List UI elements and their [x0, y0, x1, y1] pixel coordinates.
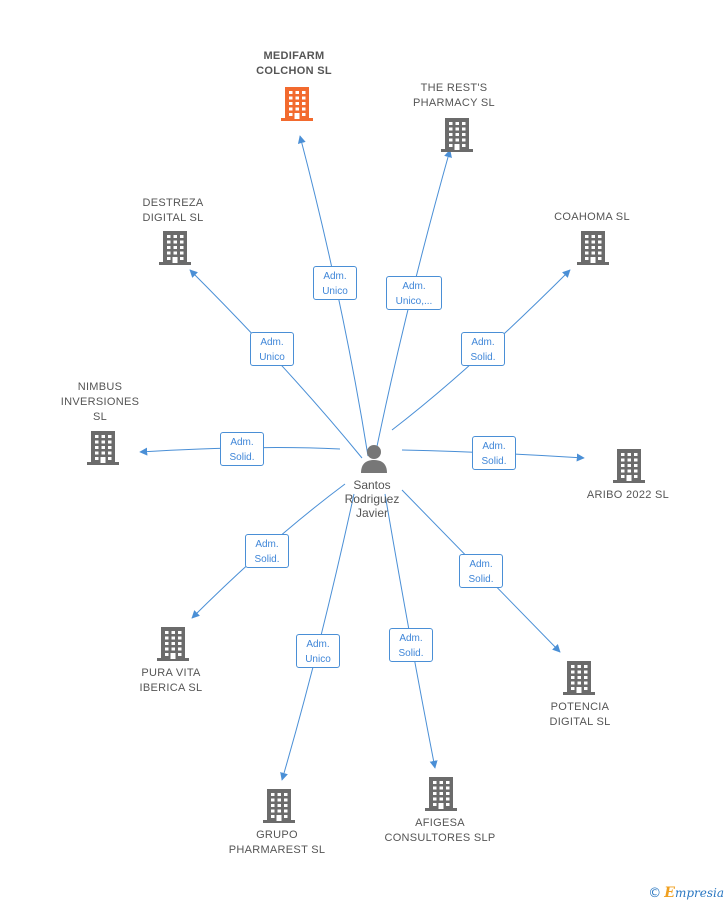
person-icon: [358, 442, 390, 479]
company-label-pharmarest[interactable]: GRUPO PHARMAREST SL: [228, 829, 326, 856]
building-icon-nimbus[interactable]: [86, 430, 120, 471]
edge-label-puravita[interactable]: Adm. Solid.: [245, 534, 289, 568]
center-person-label[interactable]: Santos Rodriguez Javier: [344, 478, 400, 520]
edge-label-medifarm[interactable]: Adm. Unico: [313, 266, 357, 300]
edge-label-aribo[interactable]: Adm. Solid.: [472, 436, 516, 470]
company-label-medifarm[interactable]: MEDIFARM COLCHON SL: [256, 50, 332, 77]
company-label-aribo[interactable]: ARIBO 2022 SL: [586, 489, 670, 501]
building-icon-coahoma[interactable]: [576, 230, 610, 271]
company-label-coahoma[interactable]: COAHOMA SL: [554, 211, 630, 223]
building-icon-potencia[interactable]: [562, 660, 596, 701]
edge-label-potencia[interactable]: Adm. Solid.: [459, 554, 503, 588]
edge-label-afigesa[interactable]: Adm. Solid.: [389, 628, 433, 662]
edge-label-therests[interactable]: Adm. Unico,...: [386, 276, 442, 310]
building-icon-pharmarest[interactable]: [262, 788, 296, 829]
brand-logo-initial: E: [664, 885, 675, 901]
edge-label-pharmarest[interactable]: Adm. Unico: [296, 634, 340, 668]
company-label-nimbus[interactable]: NIMBUS INVERSIONES SL: [60, 381, 140, 423]
edge-label-nimbus[interactable]: Adm. Solid.: [220, 432, 264, 466]
company-label-potencia[interactable]: POTENCIA DIGITAL SL: [549, 701, 611, 728]
edge-label-destreza[interactable]: Adm. Unico: [250, 332, 294, 366]
brand-logo-name: mpresia: [674, 886, 724, 900]
building-icon-puravita[interactable]: [156, 626, 190, 667]
building-icon-destreza[interactable]: [158, 230, 192, 271]
building-icon-therests[interactable]: [440, 117, 474, 158]
company-label-therests[interactable]: THE REST'S PHARMACY SL: [413, 82, 495, 109]
brand-watermark: ©Empresia: [648, 885, 724, 901]
building-icon-aribo[interactable]: [612, 448, 646, 489]
company-label-puravita[interactable]: PURA VITA IBERICA SL: [139, 667, 203, 694]
edge-line-destreza: [189, 269, 363, 459]
building-icon-medifarm[interactable]: [280, 86, 314, 127]
edge-label-coahoma[interactable]: Adm. Solid.: [461, 332, 505, 366]
copyright-icon: ©: [648, 886, 662, 901]
building-icon-afigesa[interactable]: [424, 776, 458, 817]
company-label-afigesa[interactable]: AFIGESA CONSULTORES SLP: [384, 817, 496, 844]
company-label-destreza[interactable]: DESTREZA DIGITAL SL: [142, 197, 204, 224]
